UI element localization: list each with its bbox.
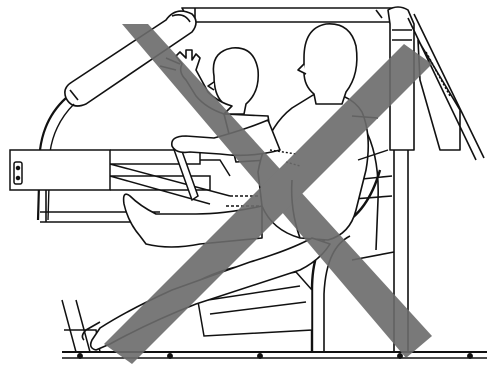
roof-bar — [182, 8, 398, 22]
side-rail — [10, 150, 110, 190]
driver-head — [304, 24, 357, 104]
